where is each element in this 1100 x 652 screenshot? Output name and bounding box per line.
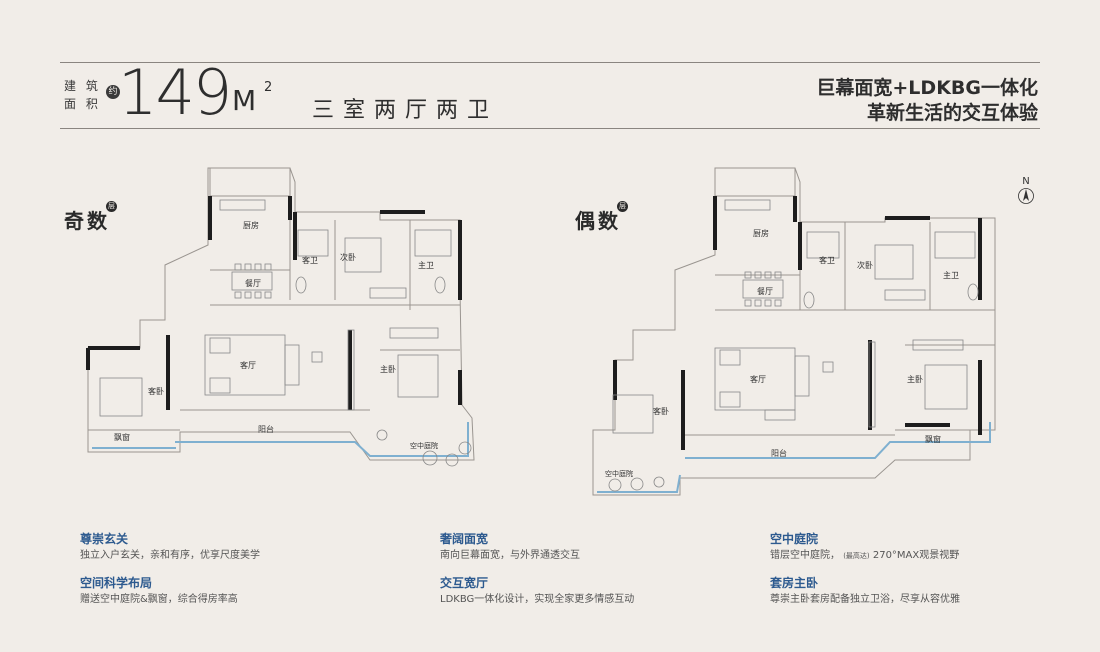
even-master-bed [924, 364, 968, 410]
odd-second-bed [344, 237, 382, 273]
odd-guest-bed-label: 客卧 [148, 386, 164, 396]
even-balcony-label: 阳台 [771, 448, 787, 458]
even-kitchen-label: 厨房 [753, 228, 769, 238]
even-floor-title: 偶数 [575, 209, 621, 233]
even-floor-badge: 层 [617, 201, 628, 212]
feature-title-layout: 空间科学布局 [80, 576, 153, 590]
odd-floor-title: 奇数 [64, 209, 110, 233]
north-label: N [1022, 176, 1030, 187]
odd-dining-table [231, 271, 273, 291]
odd-living-label: 客厅 [240, 360, 256, 370]
area-label-line1: 建 筑 [64, 79, 101, 93]
odd-balcony-label: 阳台 [258, 424, 274, 434]
even-dining-label: 餐厅 [757, 287, 773, 296]
odd-kitchen-balcony [209, 167, 291, 197]
feature-desc-living: LDKBG一体化设计，实现全家更多情感互动 [440, 594, 635, 605]
even-second-bed-label: 次卧 [857, 260, 873, 270]
even-bay-label: 飘窗 [925, 434, 941, 444]
even-second-bed [874, 244, 914, 280]
even-guest-bed [612, 394, 654, 434]
header-bottom-rule [60, 128, 1040, 129]
odd-master-bed [397, 354, 439, 398]
feature-title-living: 交互宽厅 [440, 576, 489, 590]
odd-kitchen-label: 厨房 [243, 220, 259, 230]
odd-balcony-rail [175, 422, 469, 457]
area-number: 149 [118, 56, 232, 129]
feature-title-entrance: 尊崇玄关 [80, 532, 129, 546]
compass-icon [1018, 188, 1034, 204]
approx-badge: 约 [106, 85, 120, 99]
even-living-label: 客厅 [750, 374, 766, 384]
feature-title-frontage: 奢阔面宽 [440, 532, 489, 546]
area-label-line2: 面 积 [64, 97, 101, 111]
even-garden-label: 空中庭院 [605, 469, 633, 478]
feature-desc-garden-note: (最高达) [843, 552, 870, 560]
even-dining-table [742, 279, 784, 299]
odd-master-bath-label: 主卫 [418, 260, 434, 270]
even-guest-bath-label: 客卫 [819, 255, 835, 265]
even-floor-plan: 厨房 餐厅 客卫 次卧 主卫 客厅 客卧 主卧 飘窗 阳台 空中庭院 [592, 167, 996, 496]
feature-desc-garden-a: 错层空中庭院， [770, 550, 840, 561]
feature-desc-layout: 赠送空中庭院&飘窗，综合得房率高 [80, 594, 238, 605]
odd-dining-label: 餐厅 [245, 279, 261, 288]
feature-desc-garden-b: 270°MAX观景视野 [872, 550, 960, 561]
slogan-line2: 革新生活的交互体验 [866, 102, 1038, 124]
even-master-bed-label: 主卧 [907, 374, 923, 384]
slogan-line1: 巨幕面宽+LDKBG一体化 [816, 77, 1038, 99]
even-plan-outline [592, 167, 996, 496]
feature-desc-frontage: 南向巨幕面宽，与外界通透交互 [440, 550, 580, 561]
feature-desc-garden: 错层空中庭院， (最高达) 270°MAX观景视野 [770, 546, 959, 561]
compass: N [1017, 176, 1035, 209]
feature-title-garden: 空中庭院 [770, 532, 819, 546]
odd-second-bed-label: 次卧 [340, 252, 356, 262]
feature-desc-entrance: 独立入户玄关，亲和有序，优享尺度美学 [80, 550, 260, 561]
odd-garden-label: 空中庭院 [410, 441, 438, 450]
room-config: 三室两厅两卫 [312, 98, 499, 123]
odd-floor-badge: 层 [106, 201, 117, 212]
top-rule [60, 62, 1040, 63]
feature-desc-master: 尊崇主卧套房配备独立卫浴，尽享从容优雅 [770, 594, 960, 605]
even-balcony-rail [685, 422, 991, 459]
area-unit: M [232, 84, 257, 117]
odd-master-bed-label: 主卧 [380, 364, 396, 374]
odd-guest-bath-label: 客卫 [302, 255, 318, 265]
feature-title-master: 套房主卧 [770, 576, 819, 590]
odd-guest-bed [99, 377, 143, 417]
even-master-bath-label: 主卫 [943, 270, 959, 280]
even-guest-bed-label: 客卧 [653, 406, 669, 416]
area-unit-superscript: 2 [264, 80, 273, 95]
odd-floor-plan: 厨房 餐厅 客卫 次卧 主卫 客厅 客卧 主卧 飘窗 阳台 空中庭院 [86, 167, 475, 467]
odd-bay-label: 飘窗 [114, 432, 130, 442]
even-kitchen-balcony [714, 167, 796, 197]
